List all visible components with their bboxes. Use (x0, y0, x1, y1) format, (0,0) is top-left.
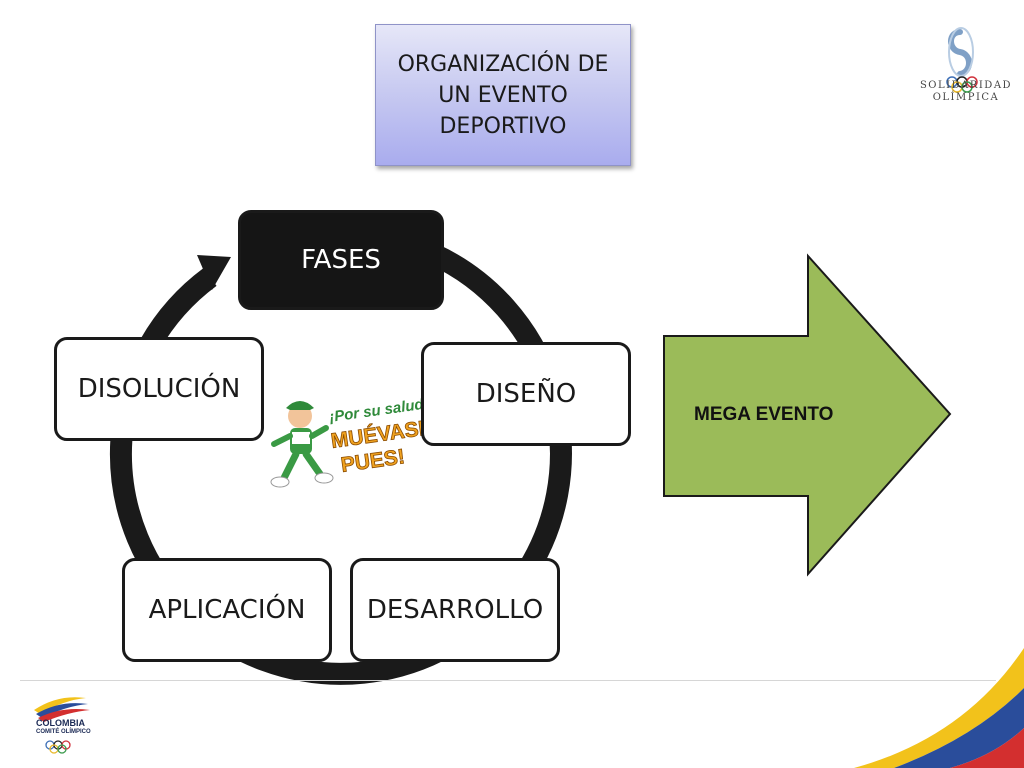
footer-divider (20, 680, 996, 681)
colombia-comite-olimpico-logo (34, 697, 90, 754)
title-box: ORGANIZACIÓN DE UN EVENTO DEPORTIVO (375, 24, 631, 166)
colombia-text: COLOMBIA (36, 718, 85, 728)
olimpica-text: OLÍMPICA (932, 92, 1000, 103)
mega-evento-arrow (663, 253, 952, 577)
phase-fases: FASES (238, 210, 444, 310)
solidaridad-text: SOLIDARIDAD (919, 80, 1013, 91)
mega-evento-label: MEGA EVENTO (694, 404, 834, 425)
solidaridad-olimpica-logo (946, 27, 978, 93)
phase-desarrollo: DESARROLLO (350, 558, 560, 662)
cycle-arrowhead-icon (197, 255, 231, 290)
phase-disolucion: DISOLUCIÓN (54, 337, 264, 441)
corner-stripes-decoration (854, 648, 1024, 768)
phase-aplicacion: APLICACIÓN (122, 558, 332, 662)
mascot-logo: ¡Por su salud, MUÉVASE PUES! (270, 396, 426, 488)
diagram-title: ORGANIZACIÓN DE UN EVENTO DEPORTIVO (397, 51, 609, 139)
phase-diseno: DISEÑO (421, 342, 631, 446)
comite-olimpico-text: COMITÉ OLÍMPICO (36, 729, 91, 735)
